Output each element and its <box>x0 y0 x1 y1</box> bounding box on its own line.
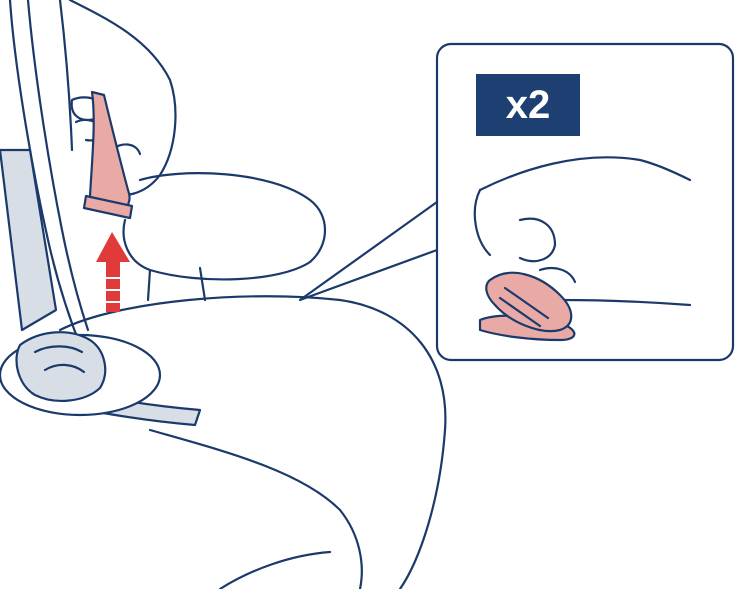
release-tab <box>90 92 130 212</box>
repeat-badge-label: x2 <box>506 83 551 127</box>
repeat-badge: x2 <box>476 74 580 136</box>
seat-cushion-lower <box>150 430 362 589</box>
armrest <box>124 173 325 279</box>
buckle <box>0 332 160 415</box>
